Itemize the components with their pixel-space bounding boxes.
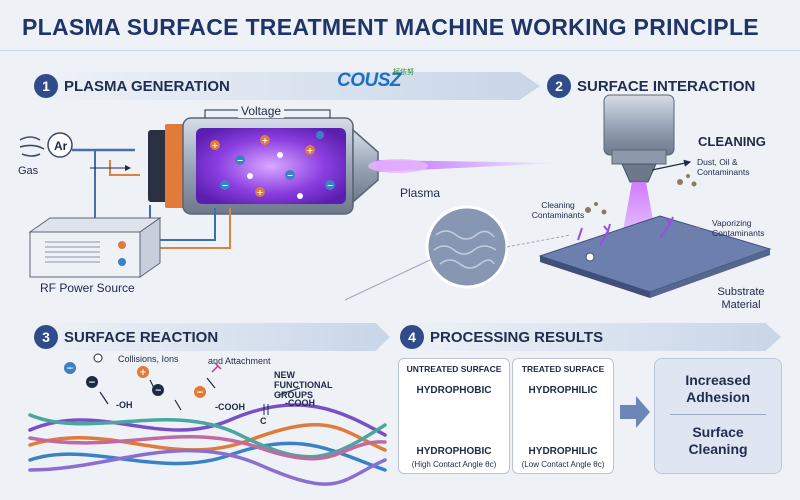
section-4-title: PROCESSING RESULTS bbox=[430, 329, 604, 346]
untreated-top-label: HYDROPHOBIC bbox=[416, 385, 492, 396]
gas-symbol: Ar bbox=[54, 139, 68, 153]
nozzle-head bbox=[603, 94, 675, 156]
treated-top-label: HYDROPHILIC bbox=[528, 385, 598, 396]
wind-icon bbox=[19, 136, 45, 157]
section-1-number: 1 bbox=[34, 74, 58, 98]
dust-label: Dust, Oil & Contaminants bbox=[697, 157, 750, 177]
svg-text:+: + bbox=[307, 146, 314, 155]
oh-label: -OH bbox=[116, 400, 133, 410]
section-2-title: SURFACE INTERACTION bbox=[577, 78, 756, 95]
outcome-adhesion: Increased Adhesion bbox=[685, 372, 751, 405]
section-4-number: 4 bbox=[400, 325, 424, 349]
treated-card bbox=[512, 358, 614, 474]
section-3-title: SURFACE REACTION bbox=[64, 329, 219, 346]
brand-logo: COUSZ 柯依努 bbox=[337, 69, 414, 92]
plasma-particles: + − + − + − − + bbox=[210, 131, 335, 199]
svg-text:+: + bbox=[262, 136, 269, 145]
untreated-angle-label: (High Contact Angle θc) bbox=[411, 460, 497, 469]
treated-bottom-label: HYDROPHILIC bbox=[528, 446, 598, 457]
cleaning-contaminants-label: Cleaning Contaminants bbox=[531, 200, 585, 220]
reaction-ions: − − + − − bbox=[64, 353, 206, 398]
untreated-header: UNTREATED SURFACE bbox=[406, 364, 502, 374]
svg-text:−: − bbox=[222, 181, 229, 190]
attachment-label: and Attachment bbox=[208, 356, 271, 366]
section-3-band bbox=[30, 323, 390, 351]
plasma-label: Plasma bbox=[400, 186, 441, 200]
section-3-number: 3 bbox=[34, 325, 58, 349]
svg-text:−: − bbox=[66, 364, 74, 374]
vapor-arrows bbox=[577, 216, 674, 246]
svg-text:+: + bbox=[139, 368, 147, 378]
svg-text:+: + bbox=[212, 141, 219, 150]
svg-text:−: − bbox=[327, 181, 334, 190]
plasma-chamber bbox=[196, 128, 346, 204]
result-arrow bbox=[620, 396, 650, 428]
reactor-back-cap bbox=[148, 130, 170, 202]
polymer-fibers bbox=[28, 403, 387, 486]
gas-label: Gas bbox=[18, 165, 39, 177]
argon-circle bbox=[47, 132, 73, 158]
cooh-label-1: -COOH bbox=[215, 402, 245, 412]
contaminant-dots bbox=[585, 174, 700, 238]
substrate-label: Substrate Material bbox=[717, 286, 765, 311]
title-divider bbox=[0, 50, 800, 51]
svg-text:−: − bbox=[88, 378, 96, 388]
section-4-band bbox=[396, 323, 781, 351]
new-groups-label: NEW FUNCTIONAL GROUPS bbox=[274, 370, 333, 400]
carbon-label: C bbox=[260, 416, 267, 426]
svg-text:−: − bbox=[287, 171, 294, 180]
svg-text:+: + bbox=[257, 188, 264, 197]
untreated-card bbox=[398, 358, 510, 474]
svg-text:−: − bbox=[154, 386, 162, 396]
untreated-bottom-label: HYDROPHOBIC bbox=[416, 446, 492, 457]
voltage-label: Voltage bbox=[238, 104, 285, 118]
svg-text:−: − bbox=[196, 388, 204, 398]
logo-subtext: 柯依努 bbox=[393, 69, 414, 76]
treated-header: TREATED SURFACE bbox=[521, 364, 605, 374]
reactor-nozzle bbox=[352, 128, 379, 204]
section-1-band bbox=[30, 72, 540, 100]
cooh-label-2: -COOH bbox=[285, 398, 315, 408]
outcome-cleaning: Surface Cleaning bbox=[688, 424, 748, 457]
page-title: PLASMA SURFACE TREATMENT MACHINE WORKING… bbox=[22, 14, 759, 40]
treated-angle-label: (Low Contact Angle θc) bbox=[521, 460, 605, 469]
logo-text: COUSZ bbox=[337, 70, 402, 91]
section-2-number: 2 bbox=[547, 74, 571, 98]
cleaning-title: CLEANING bbox=[698, 134, 766, 149]
outcome-box bbox=[654, 358, 782, 474]
outcome-divider bbox=[670, 414, 766, 415]
vaporizing-label: Vaporizing Contaminants bbox=[712, 218, 765, 238]
section-1-title: PLASMA GENERATION bbox=[64, 78, 230, 95]
collisions-label: Collisions, Ions bbox=[118, 354, 179, 364]
rf-power-label: RF Power Source bbox=[40, 281, 135, 295]
svg-text:−: − bbox=[237, 156, 244, 165]
rf-power-box bbox=[28, 217, 162, 278]
